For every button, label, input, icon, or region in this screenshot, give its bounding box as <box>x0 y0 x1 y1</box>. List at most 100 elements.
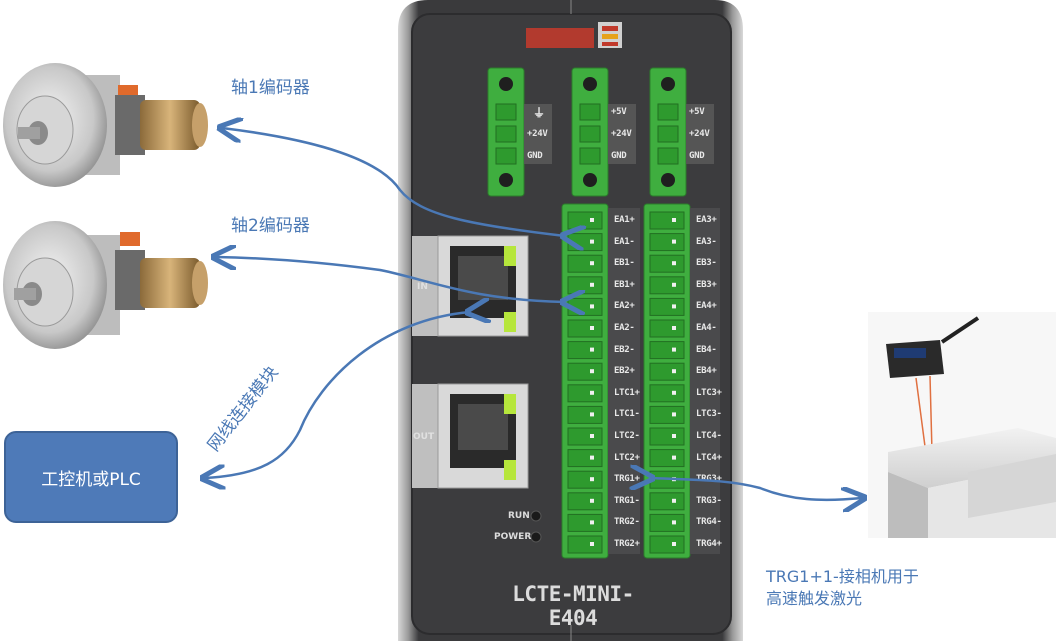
terminal-screw <box>672 434 676 438</box>
terminal-label: EB2+ <box>614 366 635 377</box>
terminal-screw <box>672 347 676 352</box>
terminal-label: EB4- <box>696 344 717 355</box>
terminal-label: EB3+ <box>696 279 717 290</box>
terminal-slot <box>649 405 685 424</box>
terminal-label: TRG2+ <box>614 539 640 549</box>
arrow-trigger <box>650 478 862 500</box>
terminal-label: LTC4+ <box>696 452 722 463</box>
trigger-note-line1: TRG1+1-接相机用于 <box>766 567 919 586</box>
terminal-screw <box>672 520 676 525</box>
terminal-slot <box>649 233 685 252</box>
terminal-label: EA4- <box>696 323 717 333</box>
terminal-slot <box>649 362 685 381</box>
terminal-slot <box>567 492 603 511</box>
terminal-slot <box>567 535 603 554</box>
arrow-network <box>205 312 470 478</box>
terminal-screw <box>672 261 676 266</box>
terminal-label: EA3+ <box>696 215 717 225</box>
terminal-slot <box>567 470 603 489</box>
terminal-screw <box>590 261 594 266</box>
terminal-label: EA2+ <box>614 301 635 312</box>
power-terminal-label: +24V <box>611 129 632 139</box>
terminal-slot <box>567 319 603 338</box>
terminal-slot <box>567 513 603 532</box>
terminal-label: TRG1- <box>614 495 640 506</box>
arrow-encoder-1 <box>222 128 565 236</box>
terminal-slot <box>567 427 603 446</box>
ground-icon: ⏚ <box>533 106 545 120</box>
power-terminal-label: +5V <box>611 107 627 117</box>
led-power-label: POWER <box>494 532 532 542</box>
terminal-label: TRG4- <box>696 517 722 528</box>
terminal-screw <box>590 347 594 352</box>
terminal-label: EB4+ <box>696 366 717 377</box>
terminal-screw <box>672 282 676 287</box>
terminal-label: TRG1+ <box>614 474 640 485</box>
terminal-slot <box>649 254 685 273</box>
encoder-1-label: 轴1编码器 <box>231 78 310 98</box>
encoder-1-image <box>3 63 208 187</box>
terminal-screw <box>672 542 676 546</box>
terminal-screw <box>672 304 676 309</box>
terminal-screw <box>590 282 594 287</box>
terminal-label: LTC2+ <box>614 452 640 463</box>
terminal-screw <box>672 412 676 417</box>
terminal-label: EB1+ <box>614 279 635 290</box>
terminal-screw <box>672 239 676 244</box>
terminal-slot <box>649 276 685 295</box>
terminal-slot <box>567 405 603 424</box>
terminal-screw <box>590 542 594 546</box>
terminal-slot <box>649 341 685 360</box>
encoder-2-image <box>3 221 208 349</box>
terminal-screw <box>590 412 594 417</box>
terminal-screw <box>590 304 594 309</box>
terminal-label: EB2- <box>614 344 635 355</box>
power-terminal-label: GND <box>611 151 627 161</box>
power-terminal-label: +24V <box>689 129 710 139</box>
terminal-label: EA3- <box>696 236 717 247</box>
terminal-screw <box>590 369 594 374</box>
terminal-label: LTC1+ <box>614 387 640 398</box>
terminal-label: LTC1- <box>614 409 640 420</box>
terminal-slot <box>649 513 685 532</box>
terminal-slot <box>649 297 685 316</box>
trigger-note-line2: 高速触发激光 <box>766 589 863 608</box>
terminal-label: TRG4+ <box>696 539 722 549</box>
power-terminal-label: GND <box>689 151 705 161</box>
terminal-screw <box>590 520 594 525</box>
terminal-screw <box>590 434 594 438</box>
terminal-label: LTC3+ <box>696 387 722 398</box>
led-run-label: RUN <box>508 511 530 521</box>
terminal-screw <box>590 455 594 460</box>
terminal-label: EA1+ <box>614 215 635 225</box>
terminal-slot <box>567 341 603 360</box>
terminal-slot <box>649 535 685 554</box>
terminal-screw <box>590 498 594 503</box>
terminal-slot <box>649 319 685 338</box>
terminal-screw <box>590 390 594 395</box>
terminal-screw <box>672 390 676 395</box>
terminal-label: EA1- <box>614 236 635 247</box>
terminal-label: EA4+ <box>696 301 717 312</box>
terminal-screw <box>590 326 594 330</box>
terminal-label: LTC4- <box>696 431 722 441</box>
terminal-screw <box>672 218 676 222</box>
terminal-slot <box>567 362 603 381</box>
terminal-label: EA2- <box>614 323 635 333</box>
terminal-label: EB1- <box>614 258 635 269</box>
terminal-slot <box>567 384 603 403</box>
ipc-plc-label: 工控机或PLC <box>41 469 141 490</box>
power-terminal-label: +5V <box>689 107 705 117</box>
terminal-slot <box>567 449 603 468</box>
trigger-note: TRG1+1-接相机用于 高速触发激光 <box>766 566 919 610</box>
terminal-slot <box>649 211 685 230</box>
terminal-slot <box>649 427 685 446</box>
terminal-label: TRG2- <box>614 517 640 528</box>
arrow-encoder-2 <box>216 257 565 302</box>
terminal-screw <box>672 369 676 374</box>
terminal-slot <box>649 384 685 403</box>
terminal-label: LTC2- <box>614 431 640 441</box>
terminal-screw <box>672 455 676 460</box>
terminal-screw <box>672 326 676 330</box>
